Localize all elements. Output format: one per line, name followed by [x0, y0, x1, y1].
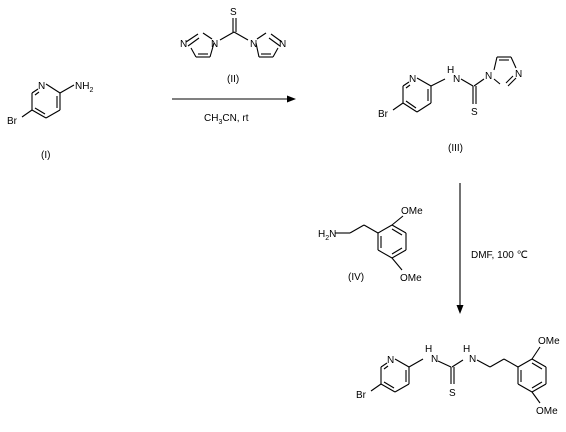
compound-III-thione-sulfur: S — [471, 107, 478, 118]
product-nh2-nitrogen: N — [469, 354, 476, 365]
compound-IV-methoxy-top: OMe — [401, 206, 423, 217]
compound-II-imidazole2-n1: N — [250, 39, 257, 50]
compound-IV-amine-h-count: 2 — [325, 235, 329, 242]
compound-I-amine: NH2 — [75, 81, 93, 94]
compound-IV-methoxy-bottom: OMe — [400, 273, 422, 284]
compound-III-nh-nitrogen: N — [453, 74, 460, 85]
step2-conditions: DMF, 100 ℃ — [471, 250, 528, 261]
compound-I-amine-nh: NH — [75, 81, 89, 92]
product-nh2-hydrogen: H — [463, 344, 470, 355]
product-methoxy-top: OMe — [538, 336, 560, 347]
product-methoxy-bottom: OMe — [536, 406, 558, 417]
step2-arrow — [456, 183, 464, 314]
compound-II-structure: S N N N N — [180, 7, 286, 58]
compound-II-imidazole1-n1: N — [211, 39, 218, 50]
product-bromo: Br — [356, 390, 367, 401]
compound-III-imidazole-n1: N — [485, 71, 492, 82]
compound-IV-amine: H2N — [318, 229, 336, 242]
compound-I-structure: N NH2 Br — [7, 81, 93, 127]
product-ring-nitrogen: N — [387, 355, 394, 366]
compound-III-nh-hydrogen: H — [447, 65, 454, 76]
step1-conditions-sub: 3 — [218, 119, 222, 126]
compound-II-thione-sulfur: S — [230, 7, 237, 18]
step1-conditions: CH3CN, rt — [204, 113, 249, 126]
compound-III-structure: N H N N N S Br — [378, 56, 522, 120]
compound-IV-structure: H2N OMe OMe — [318, 206, 423, 284]
compound-I-amine-h-count: 2 — [89, 87, 93, 94]
compound-III-bromo: Br — [378, 109, 389, 120]
step1-conditions-post: CN, rt — [222, 113, 248, 124]
compound-IV-amine-nitrogen: N — [329, 229, 336, 240]
compound-III-label: (III) — [448, 143, 463, 154]
compound-IV-label: (IV) — [348, 272, 364, 283]
compound-II-imidazole1-n3: N — [180, 39, 187, 50]
step1-arrow — [172, 95, 296, 103]
product-nh1-hydrogen: H — [425, 344, 432, 355]
compound-II-imidazole2-n3: N — [279, 39, 286, 50]
product-nh1-nitrogen: N — [431, 354, 438, 365]
compound-II-label: (II) — [227, 74, 239, 85]
product-structure: N H N H N S Br OMe OMe — [356, 336, 560, 417]
compound-IV-amine-h: H — [318, 229, 325, 240]
compound-III-ring-nitrogen: N — [409, 74, 416, 85]
compound-I-bromo: Br — [7, 116, 18, 127]
compound-III-imidazole-n3: N — [515, 69, 522, 80]
compound-I-label: (I) — [41, 150, 50, 161]
product-thione-sulfur: S — [449, 388, 456, 399]
step1-conditions-pre: CH — [204, 113, 218, 124]
compound-I-ring-nitrogen: N — [38, 81, 45, 92]
